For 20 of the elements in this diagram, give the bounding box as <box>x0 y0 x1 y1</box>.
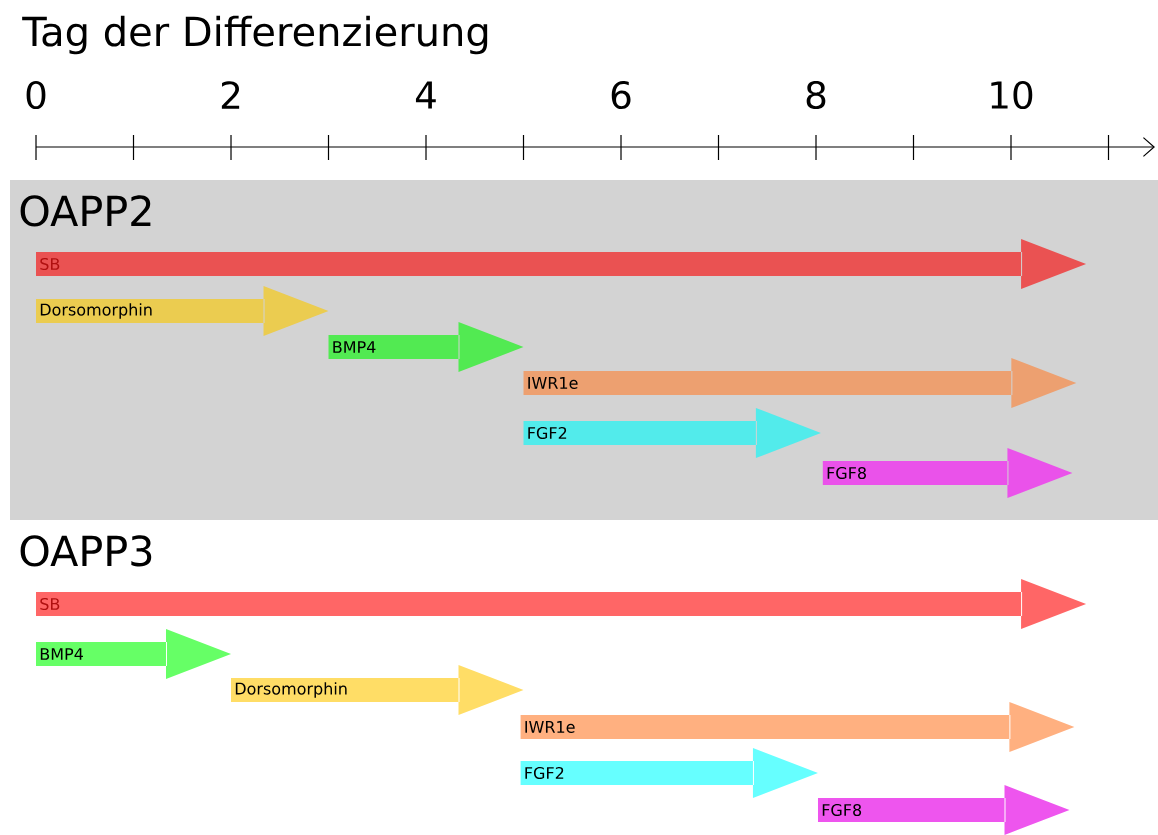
arrow-bar: Dorsomorphin <box>231 665 524 715</box>
arrow-bar: SB <box>36 579 1087 629</box>
arrow-bar: SB <box>36 239 1087 289</box>
arrow-bar: IWR1e <box>523 358 1077 408</box>
tick-label: 4 <box>415 81 436 109</box>
arrow-bar: Dorsomorphin <box>36 286 329 336</box>
arrow-bar: FGF8 <box>817 785 1070 835</box>
tick-label: 2 <box>221 81 240 109</box>
tick-label: 6 <box>611 80 631 110</box>
title: Tag der Differenzierung <box>22 15 488 55</box>
arrow-bar: FGF2 <box>523 408 821 458</box>
tick-label: 0 <box>26 80 46 110</box>
arrow-bar: BMP4 <box>328 322 524 372</box>
section-heading: OAPP3 <box>20 535 152 567</box>
arrow-bar: BMP4 <box>36 629 231 679</box>
tick-label: 8 <box>806 80 826 110</box>
arrow-bar: FGF8 <box>822 448 1073 498</box>
arrow-bar: FGF2 <box>520 748 818 798</box>
tick-label: 10 <box>991 80 1033 110</box>
arrow-bar: IWR1e <box>520 702 1075 752</box>
